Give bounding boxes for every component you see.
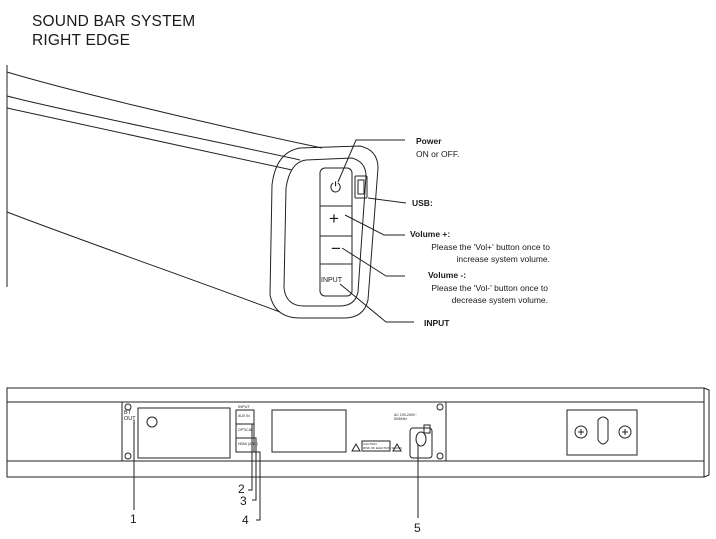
- power-callout: Power: [416, 136, 442, 146]
- bt-out-port: [146, 416, 158, 428]
- button-column: [319, 167, 353, 297]
- callout-number-3: 3: [240, 494, 247, 508]
- vol-down-callout: Volume -:: [428, 270, 467, 280]
- usb-port: [354, 175, 368, 199]
- callout-number-2: 2: [238, 482, 245, 496]
- vol-down-desc-1: Please the 'Vol-' button once to: [431, 283, 548, 293]
- power-icon: ⏻: [330, 179, 342, 195]
- connector-plate: [121, 401, 447, 462]
- bt-slot: [137, 407, 231, 459]
- callout-number-4: 4: [242, 513, 249, 527]
- vol-up-callout: Volume +:: [410, 229, 451, 239]
- bar-top-line-2: [6, 107, 293, 171]
- diagram-title-line2: RIGHT EDGE: [32, 32, 131, 49]
- bar-top-edge: [6, 71, 323, 149]
- rear-bar: [6, 387, 705, 478]
- end-cap-inner: [283, 157, 367, 307]
- vol-down-desc-2: decrease system volume.: [451, 295, 548, 305]
- leader-3: [238, 437, 257, 501]
- plus-icon: +: [329, 209, 339, 228]
- callout-number-5: 5: [414, 521, 421, 535]
- label-window: [271, 409, 347, 453]
- jack-aux-label: AUX IN: [238, 414, 250, 418]
- input-leader: [339, 283, 414, 323]
- jack-optical-label: OPTICAL: [238, 428, 253, 432]
- minus-icon: −: [331, 239, 341, 258]
- jack-hdmi-label: HDMI (ARC): [238, 442, 258, 446]
- ac-socket: [409, 427, 433, 459]
- input-callout: INPUT: [424, 318, 450, 328]
- wall-mount: [566, 409, 638, 456]
- vol-up-desc-2: increase system volume.: [456, 254, 550, 264]
- bar-top-line: [6, 95, 301, 161]
- vol-up-desc-1: Please the 'Vol+' button once to: [431, 242, 550, 252]
- bar-bottom-edge: [6, 211, 281, 313]
- callout-number-1: 1: [130, 512, 137, 526]
- power-leader: [337, 139, 405, 183]
- input-button-label: INPUT: [321, 277, 342, 284]
- usb-callout: USB:: [412, 198, 433, 208]
- vol-up-leader: [344, 214, 405, 236]
- diagram-title-line1: SOUND BAR SYSTEM: [32, 13, 196, 30]
- power-callout-desc: ON or OFF.: [416, 149, 460, 159]
- warning-box: [361, 440, 391, 452]
- leader-4: [238, 451, 261, 521]
- usb-leader: [367, 197, 407, 204]
- input-header: INPUT: [238, 404, 250, 409]
- leader-2: [238, 423, 253, 491]
- ac-label: AC 100-240V~ 50/60Hz: [394, 413, 418, 421]
- end-cap-outer: [269, 145, 379, 319]
- vol-down-leader: [341, 247, 405, 277]
